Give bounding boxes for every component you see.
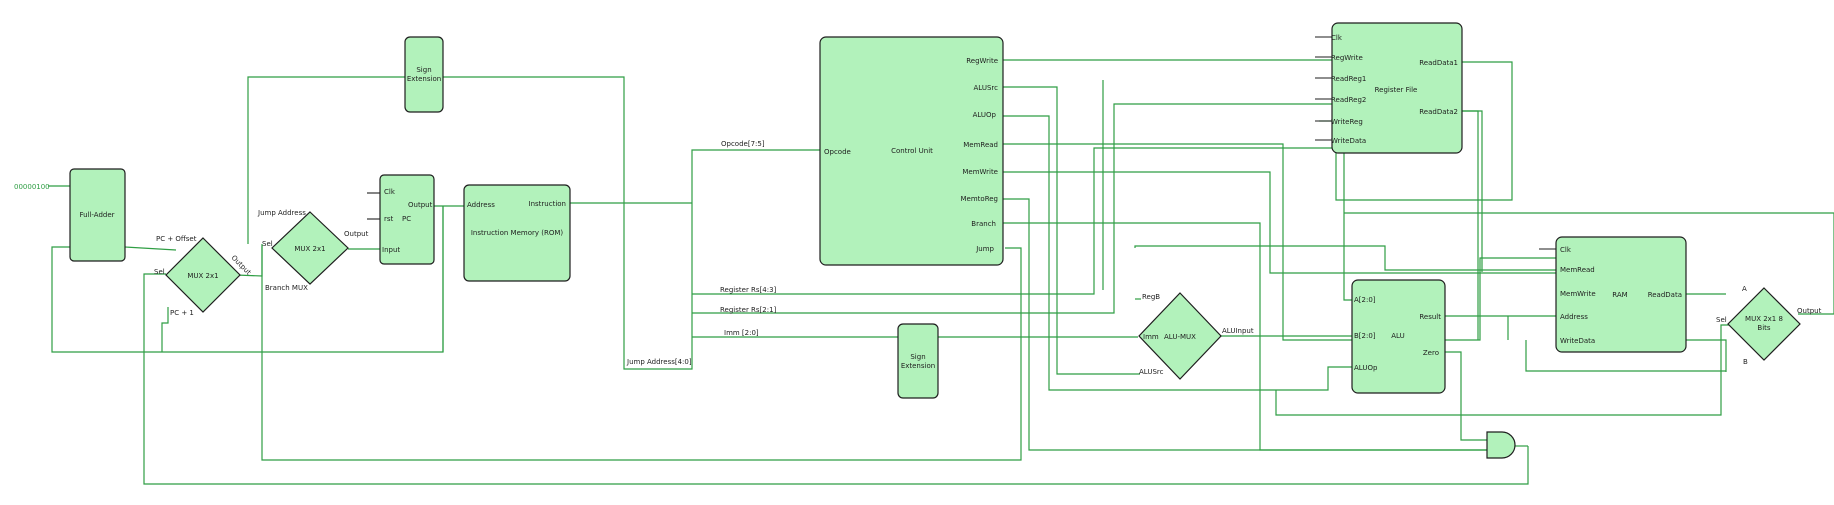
control-out-aluop: ALUOp [973, 111, 997, 119]
ram-in-writedata: WriteData [1560, 337, 1595, 345]
wb-mux-output-label: Output [1797, 307, 1822, 315]
alu-mux-regb-label: RegB [1142, 293, 1160, 301]
branch-mux: MUX 2x1 Sel Output Branch MUX PC + Offse… [154, 235, 308, 317]
writeback-mux: MUX 2x1 8 Bits Sel Output A B [1716, 285, 1822, 366]
pc-clk-label: Clk [384, 188, 396, 196]
pc-output-label: Output [408, 201, 433, 209]
wb-mux-a-label: A [1742, 285, 1747, 293]
regfile-out-readdata2: ReadData2 [1419, 108, 1458, 116]
alu: A[2:0] B[2:0] ALUOp ALU Result Zero [1351, 279, 1446, 394]
instruction-fields: Opcode[7:5] Register Rs[4:3] Register Rs… [626, 140, 777, 366]
regfile-in-writereg: WriteReg [1331, 118, 1363, 126]
wb-mux-title-line2: Bits [1757, 324, 1770, 332]
regfile-in-readreg1: ReadReg1 [1331, 75, 1366, 83]
pc-rst-label: rst [384, 215, 394, 223]
pc-input-label: Input [382, 246, 400, 254]
regfile-in-clk: Clk [1331, 34, 1343, 42]
alu-aluop-label: ALUOp [1354, 364, 1378, 372]
alu-mux-title: ALU-MUX [1164, 333, 1196, 341]
sign-ext-mid-line2: Extension [901, 362, 935, 370]
alu-mux-alusrc-label: ALUSrc [1139, 368, 1164, 376]
sign-ext-mid-line1: Sign [910, 353, 925, 361]
regfile-out-readdata1: ReadData1 [1419, 59, 1458, 67]
ram-in-memwrite: MemWrite [1560, 290, 1596, 298]
wb-mux-sel-label: Sel [1716, 316, 1727, 324]
sign-ext-top-line1: Sign [416, 66, 431, 74]
jump-mux-sel-label: Sel [262, 240, 273, 248]
control-out-alusrc: ALUSrc [974, 84, 999, 92]
jump-mux: MUX 2x1 Sel Output Jump Address [257, 209, 369, 285]
branch-mux-sel-label: Sel [154, 268, 165, 276]
alu-zero-label: Zero [1423, 349, 1439, 357]
alu-mux-imm-label: Imm [1143, 333, 1159, 341]
alu-title: ALU [1391, 332, 1404, 340]
alu-mux-aluinput-label: ALUInput [1222, 327, 1254, 335]
sign-ext-top-line2: Extension [407, 75, 441, 83]
regfile-in-regwrite: RegWrite [1331, 54, 1363, 62]
control-out-regwrite: RegWrite [966, 57, 998, 65]
instruction-memory: Address Instruction Instruction Memory (… [463, 184, 571, 282]
wb-mux-b-label: B [1743, 358, 1748, 366]
imem-instruction-label: Instruction [529, 200, 566, 208]
ram: Clk MemRead MemWrite Address WriteData R… [1555, 236, 1687, 353]
regfile-in-writedata: WriteData [1331, 137, 1366, 145]
jump-mux-title: MUX 2x1 [294, 245, 325, 253]
ram-in-memread: MemRead [1560, 266, 1595, 274]
control-out-memread: MemRead [963, 141, 998, 149]
sign-extension-top: Sign Extension [404, 36, 444, 113]
alu-b-label: B[2:0] [1354, 332, 1376, 340]
branch-mux-caption: Branch MUX [265, 284, 308, 292]
control-unit: Opcode Control Unit RegWrite ALUSrc ALUO… [819, 36, 1004, 266]
ram-title: RAM [1612, 291, 1627, 299]
constant-value: 00000100 [14, 183, 50, 191]
ram-in-address: Address [1560, 313, 1588, 321]
control-unit-title: Control Unit [891, 147, 933, 155]
control-out-branch: Branch [971, 220, 996, 228]
full-adder-title: Full-Adder [79, 211, 114, 219]
pc-title: PC [402, 215, 411, 223]
branch-mux-title: MUX 2x1 [187, 272, 218, 280]
rs21-field-label: Register Rs[2:1] [720, 306, 777, 314]
sign-extension-mid: Sign Extension [897, 323, 939, 399]
alu-a-label: A[2:0] [1354, 296, 1376, 304]
jump-mux-output-label: Output [344, 230, 369, 238]
imem-address-label: Address [467, 201, 495, 209]
control-out-memtoreg: MemtoReg [961, 195, 999, 203]
regfile-title: Register File [1375, 86, 1418, 94]
pc-offset-label: PC + Offset [156, 235, 197, 243]
full-adder: Full-Adder [69, 168, 126, 262]
pc-plus-1-label: PC + 1 [170, 309, 194, 317]
ram-in-clk: Clk [1560, 246, 1572, 254]
imm-field-label: Imm [2:0] [724, 329, 759, 337]
control-out-jump: Jump [975, 245, 994, 253]
wires [48, 59, 1834, 485]
alu-mux: ALU-MUX RegB Imm ALUInput ALUSrc [1138, 292, 1254, 380]
opcode-field-label: Opcode[7:5] [721, 140, 765, 148]
jump-address-field-label: Jump Address[4:0] [626, 358, 692, 366]
register-file: Clk RegWrite ReadReg1 ReadReg2 WriteReg … [1331, 22, 1463, 154]
rs43-field-label: Register Rs[4:3] [720, 286, 777, 294]
control-opcode-label: Opcode [824, 148, 851, 156]
regfile-in-readreg2: ReadReg2 [1331, 96, 1366, 104]
imem-title: Instruction Memory (ROM) [471, 229, 564, 237]
wb-mux-title-line1: MUX 2x1 8 [1745, 315, 1783, 323]
alu-result-label: Result [1419, 313, 1441, 321]
jump-address-label: Jump Address [257, 209, 306, 217]
control-out-memwrite: MemWrite [962, 168, 998, 176]
ram-readdata-label: ReadData [1648, 291, 1682, 299]
pc-register: Clk rst PC Output Input [379, 174, 435, 265]
and-gate [1486, 431, 1516, 459]
